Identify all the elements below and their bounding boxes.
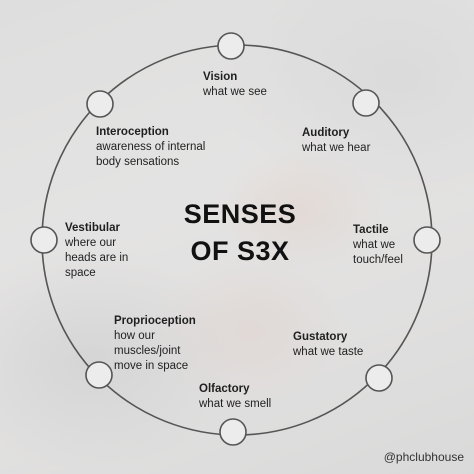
sense-interoception: Interoception awareness of internal body… [96, 125, 214, 170]
sense-desc: how our muscles/joint move in space [114, 330, 189, 372]
social-handle: @phclubhouse [383, 450, 464, 464]
sense-desc: what we smell [199, 398, 272, 410]
sense-proprioception: Proprioception how our muscles/joint mov… [114, 314, 208, 374]
sense-name: Proprioception [114, 315, 196, 327]
sense-desc: where our heads are in space [65, 237, 129, 279]
sense-auditory: Auditory what we hear [302, 126, 402, 156]
diagram-title: SENSES OF S3X [150, 196, 330, 270]
node-vision [217, 32, 245, 60]
sense-gustatory: Gustatory what we taste [293, 330, 403, 360]
sense-vestibular: Vestibular where our heads are in space [65, 221, 137, 281]
node-proprioception [85, 361, 113, 389]
sense-desc: what we see [203, 86, 267, 98]
sense-name: Auditory [302, 127, 350, 139]
node-vestibular [30, 226, 58, 254]
sense-name: Gustatory [293, 331, 348, 343]
sense-vision: Vision what we see [203, 70, 313, 100]
node-tactile [413, 226, 441, 254]
sense-name: Tactile [353, 224, 389, 236]
sense-desc: what we taste [293, 346, 364, 358]
sense-name: Interoception [96, 126, 169, 138]
node-olfactory [219, 418, 247, 446]
title-line-2: OF S3X [190, 236, 290, 266]
sense-tactile: Tactile what we touch/feel [353, 223, 419, 268]
sense-name: Vestibular [65, 222, 120, 234]
sense-desc: awareness of internal body sensations [96, 141, 206, 168]
sense-desc: what we hear [302, 142, 371, 154]
node-gustatory [365, 364, 393, 392]
node-auditory [352, 89, 380, 117]
title-line-1: SENSES [183, 199, 297, 229]
sense-name: Olfactory [199, 383, 250, 395]
sense-desc: what we touch/feel [353, 239, 403, 266]
sense-olfactory: Olfactory what we smell [199, 382, 309, 412]
node-interoception [86, 90, 114, 118]
sense-name: Vision [203, 71, 238, 83]
